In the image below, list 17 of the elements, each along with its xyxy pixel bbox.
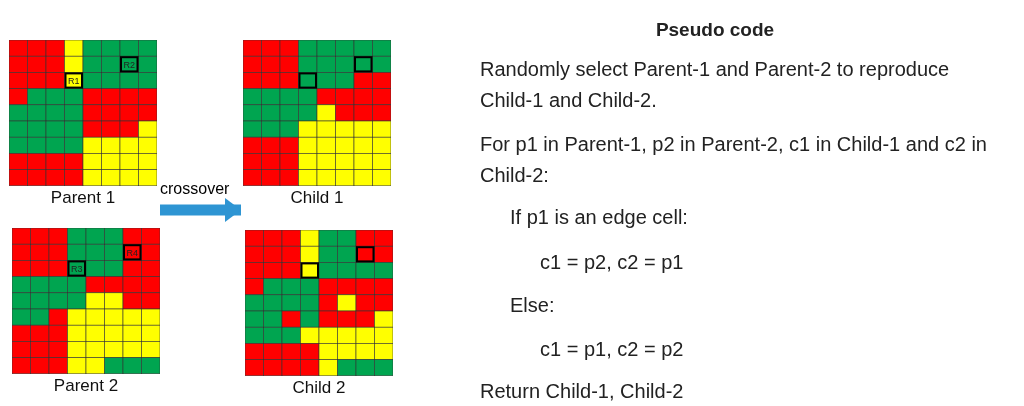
pseudo-code-line: If p1 is an edge cell:: [510, 205, 689, 230]
grid-caption: Parent 2: [53, 375, 119, 396]
cell-label: R3: [71, 264, 83, 274]
grid-caption: Child 1: [290, 187, 344, 208]
pseudo-code-line: c1 = p2, c2 = p1: [540, 250, 685, 275]
cell-label: R2: [123, 59, 135, 70]
grid-caption: Child 2: [292, 377, 346, 398]
pseudo-code-line: c1 = p1, c2 = p2: [540, 337, 685, 362]
pseudo-code-line: For p1 in Parent-1, p2 in Parent-2, c1 in Child-1 and c2 in Child-2:: [480, 132, 988, 188]
arrow: [160, 198, 241, 222]
pseudo-code-line: Randomly select Parent-1 and Parent-2 to reproduce Child-1 and Child-2.: [480, 57, 951, 113]
pseudo-code-line: Return Child-1, Child-2: [480, 379, 685, 404]
cell-label: R1: [68, 76, 80, 86]
cell-label: R4: [126, 247, 138, 258]
pseudo-code-heading: Pseudo code: [654, 18, 776, 42]
pseudo-code-line: Else:: [510, 293, 556, 318]
grid-caption: Parent 1: [50, 187, 116, 208]
